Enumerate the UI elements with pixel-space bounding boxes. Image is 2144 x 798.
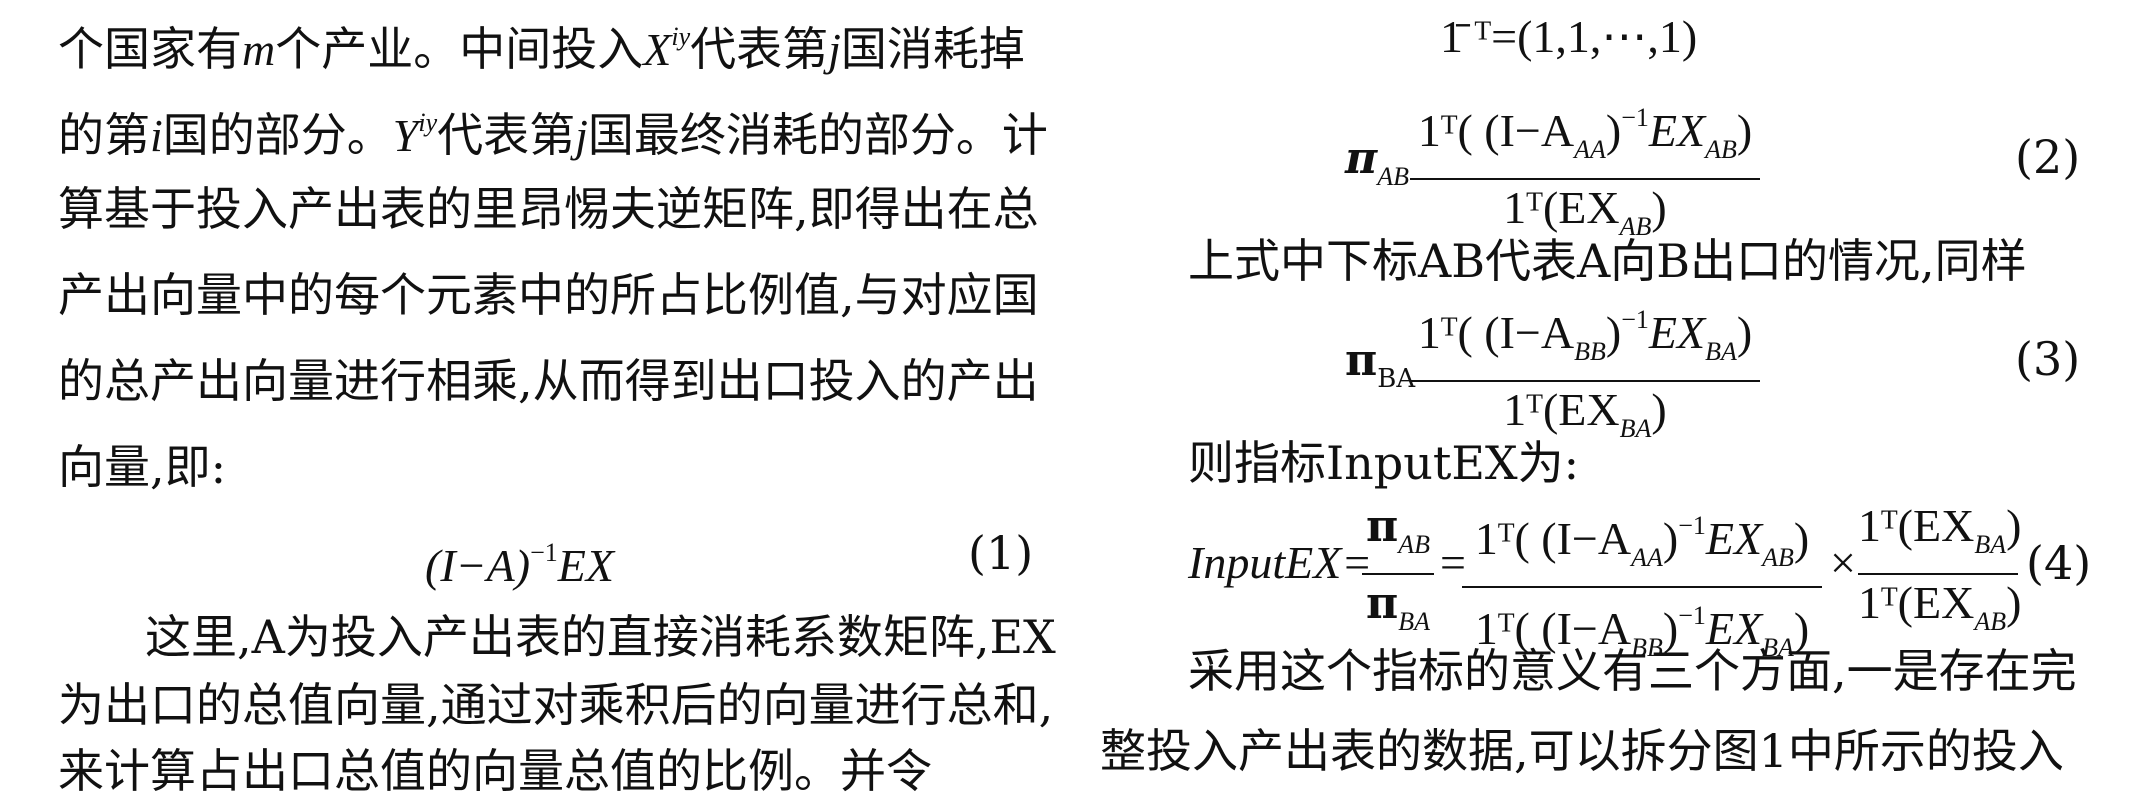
equation-4-lhs: InputEX=: [1188, 537, 1373, 588]
right-text-4: 整投入产出表的数据,可以拆分图1中所示的投入: [1100, 724, 2064, 778]
equation-2-number: (2): [2015, 130, 2081, 184]
right-text-3: 采用这个指标的意义有三个方面,一是存在完: [1188, 644, 2077, 698]
left-line-4: 产出向量中的每个元素中的所占比例值,与对应国: [58, 268, 1039, 322]
ones-vector: 1̄ ᵀ=(1,1,⋯,1): [1440, 11, 1698, 62]
equation-3-fraction: 1ᵀ( (I−ABB)−1EXBA) 1ᵀ(EXBA): [1410, 294, 1760, 455]
equation-3-denominator: 1ᵀ(EXBA): [1503, 384, 1667, 443]
equation-4-number: (4): [2026, 536, 2092, 590]
equation-4-main-fraction: 1ᵀ( (I−AAA)−1EXAB) 1ᵀ( (I−ABB)−1EXBA): [1462, 500, 1822, 674]
equation-4-pi-fraction: πAB πBA: [1362, 500, 1434, 648]
left-para2-line-3: 来计算占出口总值的向量总值的比例。并令: [58, 744, 932, 798]
equation-2-fraction: 1ᵀ( (I−AAA)−1EXAB) 1ᵀ(EXAB): [1410, 92, 1760, 253]
equation-1-number: (1): [968, 526, 1034, 580]
equation-4-ex-fraction: 1ᵀ(EXBA) 1ᵀ(EXAB): [1858, 500, 2022, 636]
left-line-1: 个国家有m个产业。中间投入Xiy代表第j国消耗掉: [58, 22, 1025, 76]
right-text-1: 上式中下标AB代表A向B出口的情况,同样: [1188, 234, 2027, 288]
equation-1: (I−A)−1EX: [425, 538, 614, 591]
left-line-6: 向量,即:: [58, 440, 227, 494]
equation-2-denominator: 1ᵀ(EXAB): [1503, 182, 1667, 241]
left-line-5: 的总产出向量进行相乘,从而得到出口投入的产出: [58, 354, 1039, 408]
equation-4-equals: =: [1440, 537, 1466, 588]
equation-3-bar: [1410, 380, 1760, 382]
equation-3-number: (3): [2015, 332, 2081, 386]
left-line-2: 的第i国的部分。Yiy代表第j国最终消耗的部分。计: [58, 108, 1048, 162]
equation-2-pi: πAB: [1345, 133, 1409, 192]
equation-4-times: ×: [1830, 537, 1856, 588]
equation-2-numerator: 1ᵀ( (I−AAA)−1EXAB): [1417, 103, 1753, 164]
equation-3-pi: πBA: [1345, 335, 1416, 395]
equation-2-bar: [1410, 178, 1760, 180]
left-line-3: 算基于投入产出表的里昂惕夫逆矩阵,即得出在总: [58, 182, 1039, 236]
right-text-2: 则指标InputEX为:: [1188, 436, 1580, 490]
left-para2-line-2: 为出口的总值向量,通过对乘积后的向量进行总和,: [58, 678, 1054, 732]
left-para2-line-1: 这里,A为投入产出表的直接消耗系数矩阵,EX: [145, 610, 1056, 664]
equation-3-numerator: 1ᵀ( (I−ABB)−1EXBA): [1417, 305, 1753, 366]
